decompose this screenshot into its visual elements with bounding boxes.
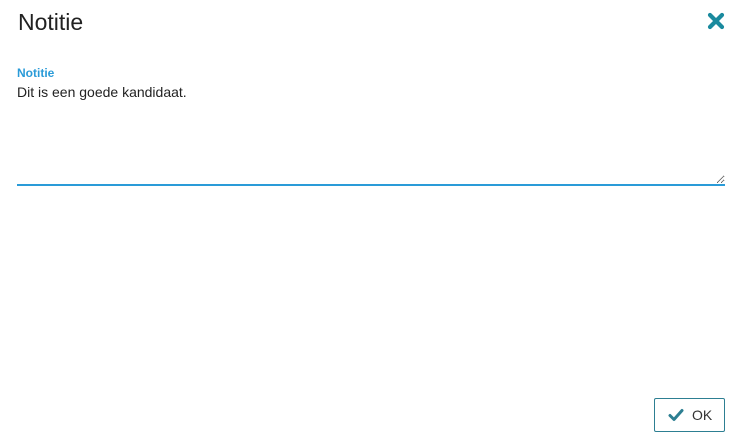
note-field: Notitie Dit is een goede kandidaat. xyxy=(17,66,725,186)
ok-button-label: OK xyxy=(692,407,713,423)
close-button[interactable] xyxy=(704,9,728,33)
note-textarea[interactable]: Dit is een goede kandidaat. xyxy=(17,84,725,186)
check-icon xyxy=(668,408,684,422)
note-field-label: Notitie xyxy=(17,66,55,80)
close-icon xyxy=(707,12,725,30)
ok-button[interactable]: OK xyxy=(654,398,725,432)
dialog-title: Notitie xyxy=(18,9,84,35)
